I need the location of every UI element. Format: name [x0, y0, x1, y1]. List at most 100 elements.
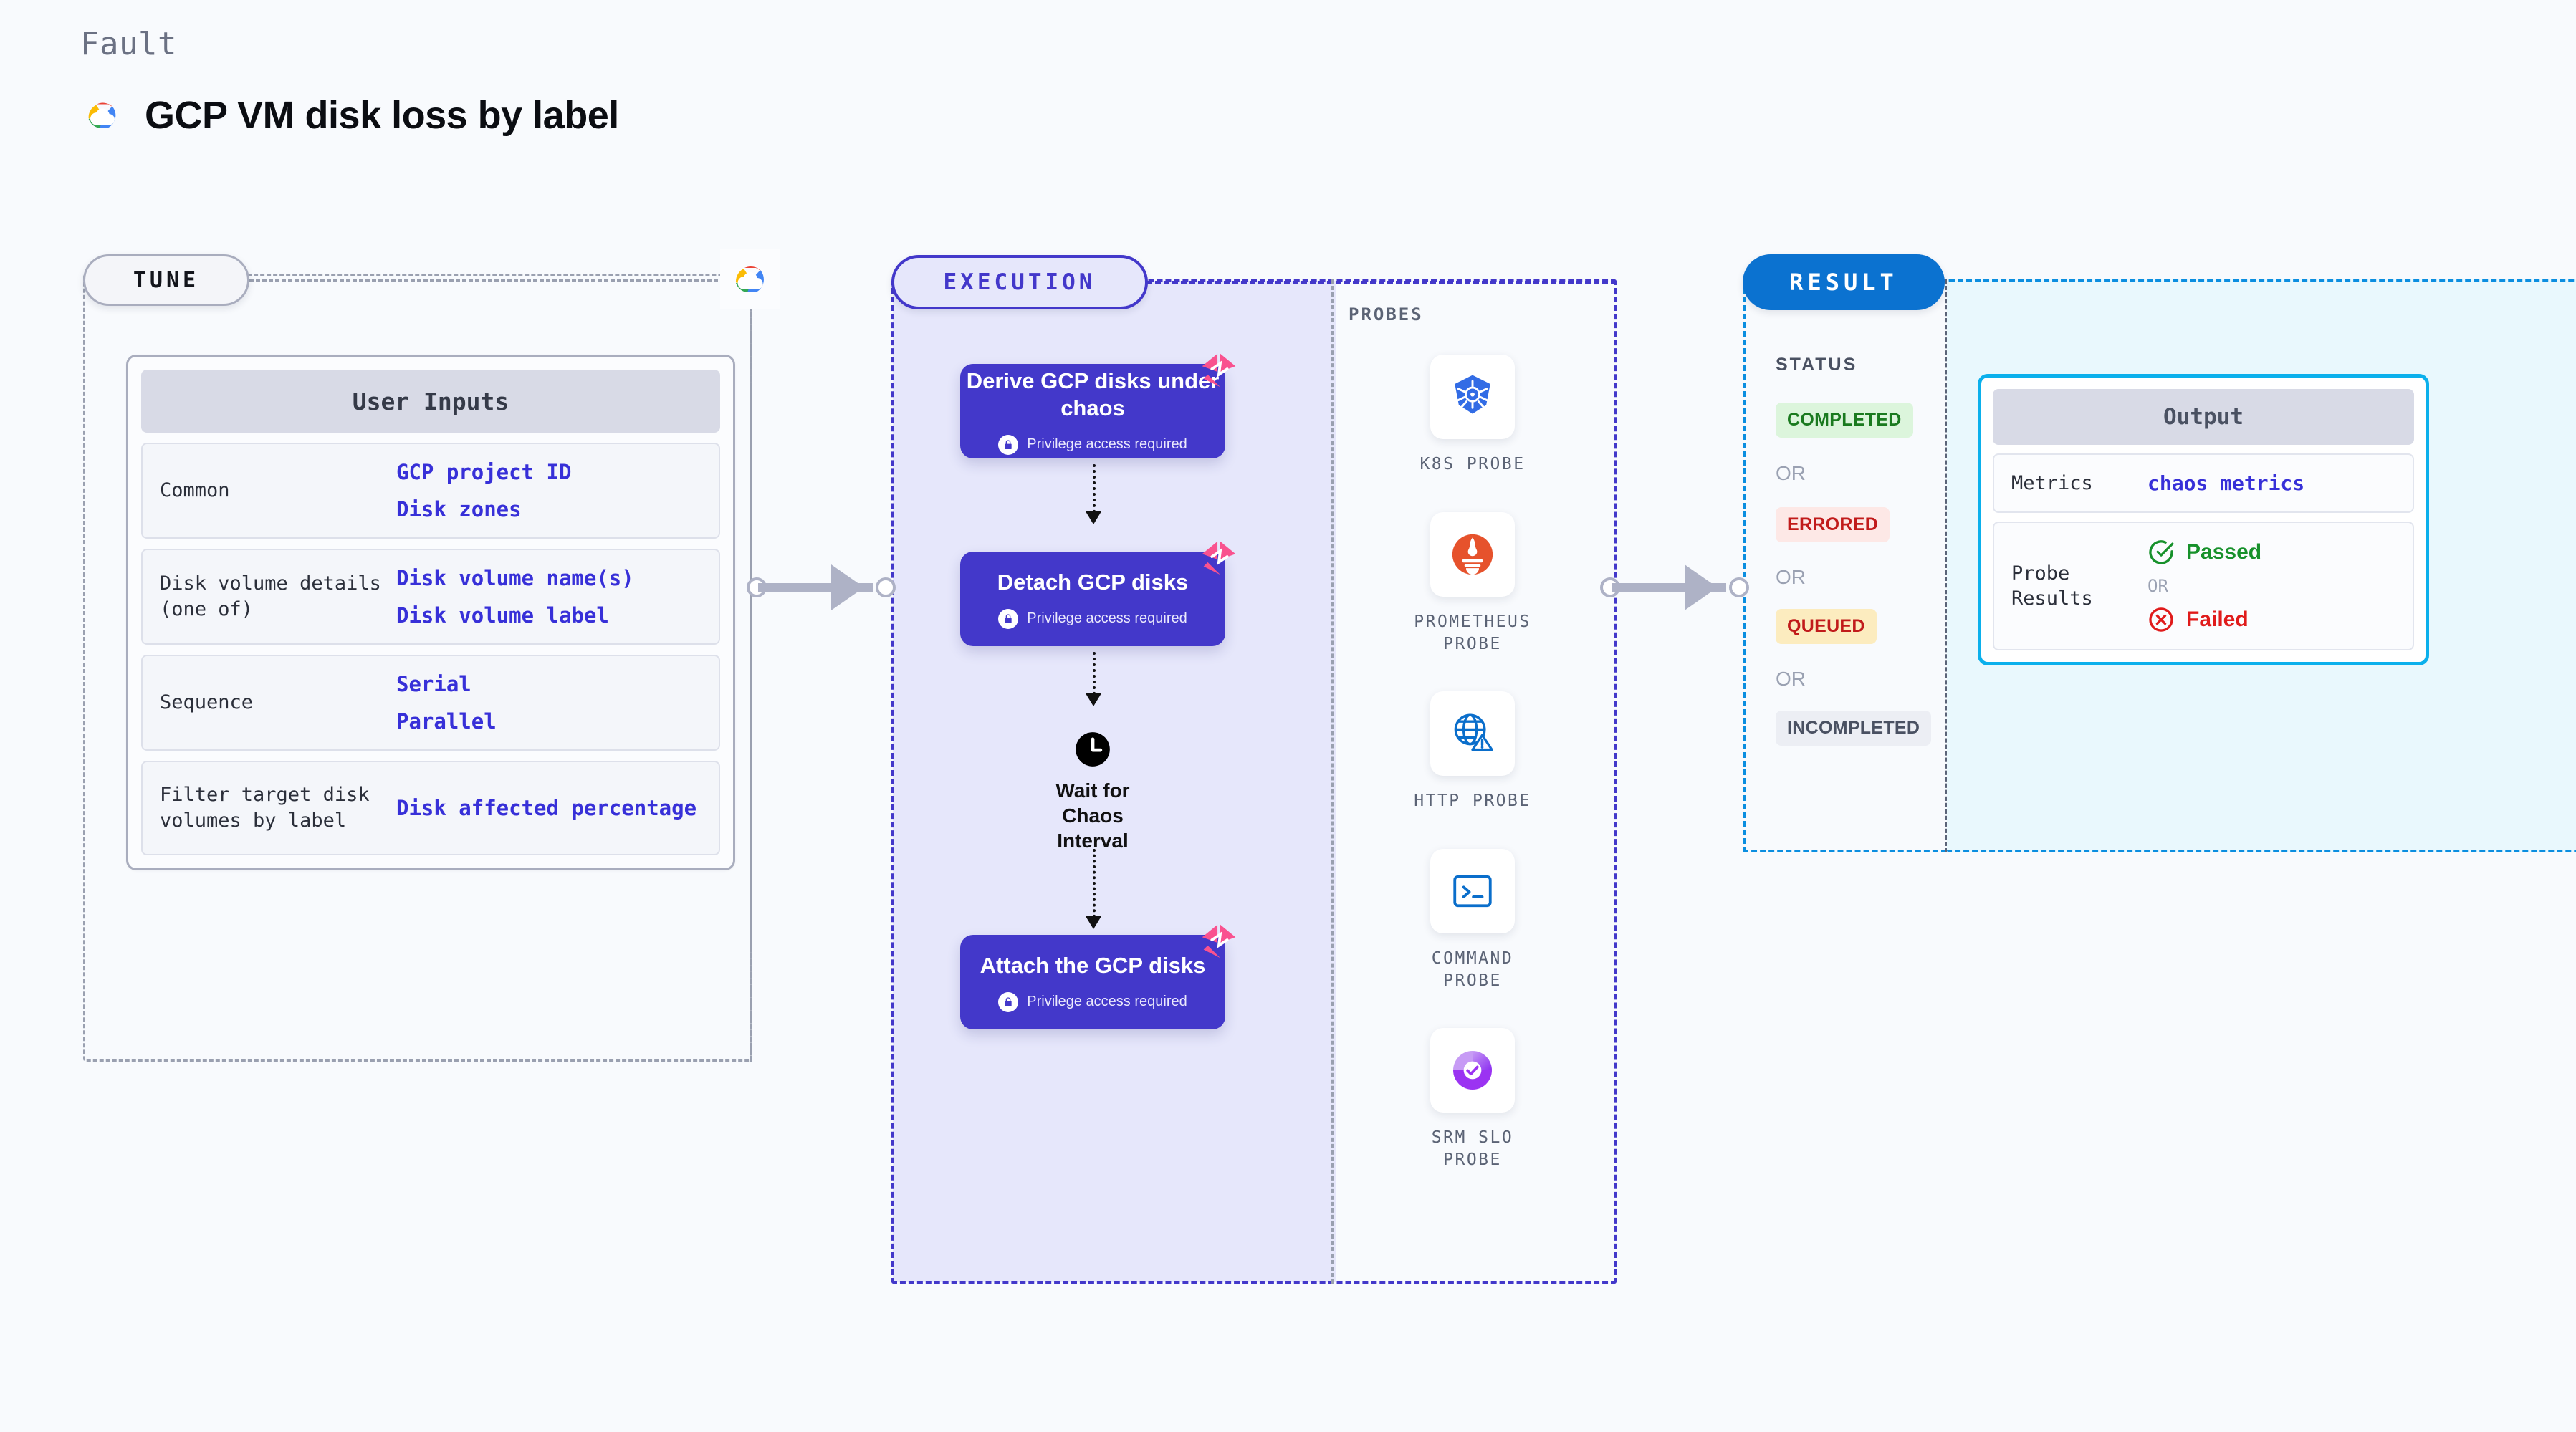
user-input-value[interactable]: Parallel [396, 709, 497, 734]
user-input-row: Filter target disk volumes by label Disk… [141, 761, 720, 855]
user-input-value[interactable]: Serial [396, 672, 471, 696]
probe-result-failed: Failed [2148, 606, 2261, 633]
probe-label: K8S PROBE [1419, 455, 1526, 474]
user-input-values: Disk volume name(s) Disk volume label [396, 566, 634, 628]
user-inputs-title: User Inputs [141, 370, 720, 433]
lock-icon [998, 608, 1019, 629]
arrow-line [1093, 849, 1096, 918]
execution-step-detach[interactable]: Detach GCP disks Privilege access requir… [960, 541, 1236, 646]
probe-prometheus[interactable]: PROMETHEUS PROBE [1401, 512, 1544, 655]
clock-icon [1076, 732, 1110, 767]
arrow-tip [1086, 693, 1101, 706]
probe-label: SRM SLO PROBE [1431, 1128, 1514, 1170]
tune-provider-badge [720, 249, 780, 309]
user-input-values: GCP project ID Disk zones [396, 460, 571, 522]
probes-left-dash [1331, 279, 1617, 1284]
wait-for-chaos-interval-node: Wait for Chaos Interval [1032, 731, 1154, 853]
probe-http[interactable]: HTTP PROBE [1401, 691, 1544, 812]
status-badge-incompleted: INCOMPLETED [1776, 711, 1932, 746]
probe-label: COMMAND PROBE [1431, 949, 1514, 991]
terminal-icon [1430, 849, 1515, 933]
probe-command[interactable]: COMMAND PROBE [1401, 849, 1544, 992]
output-row-probe-results: Probe Results Passed OR Failed [1993, 522, 2414, 651]
user-input-values: Disk affected percentage [396, 796, 696, 820]
status-or-label: OR [1776, 566, 1806, 588]
user-input-value[interactable]: Disk zones [396, 497, 522, 522]
user-input-key: Sequence [160, 691, 254, 713]
execution-pill[interactable]: EXECUTION [891, 255, 1148, 309]
wait-node-label: Wait for Chaos Interval [1055, 779, 1130, 852]
probe-label: PROMETHEUS PROBE [1414, 612, 1531, 654]
execution-top-dash [1146, 281, 1617, 284]
user-input-row: Disk volume details (one of) Disk volume… [141, 549, 720, 645]
connector-tune-to-execution [747, 559, 896, 616]
user-input-key: Common [160, 479, 230, 501]
step-privilege-note: Privilege access required [998, 991, 1187, 1012]
user-input-row: Sequence Serial Parallel [141, 655, 720, 751]
status-or-label: OR [1776, 462, 1806, 484]
google-cloud-logo-icon [80, 93, 125, 138]
result-pill[interactable]: RESULT [1743, 254, 1945, 310]
connector-arrowhead [831, 564, 864, 610]
probe-srm-slo[interactable]: SRM SLO PROBE [1401, 1028, 1544, 1171]
user-input-key: Disk volume details (one of) [160, 572, 381, 620]
connector-execution-to-result [1600, 559, 1749, 616]
probe-or-label: OR [2148, 576, 2168, 597]
user-input-key: Filter target disk volumes by label [160, 783, 370, 832]
probe-passed-label: Passed [2186, 540, 2262, 564]
connector-arrowhead [1685, 564, 1718, 610]
user-input-value[interactable]: Disk affected percentage [396, 796, 697, 820]
check-circle-icon [2149, 540, 2174, 564]
user-input-row: Common GCP project ID Disk zones [141, 443, 720, 539]
output-metrics-value[interactable]: chaos metrics [2148, 471, 2305, 496]
x-circle-icon [2149, 607, 2173, 632]
probes-title: PROBES [1349, 304, 1424, 325]
prometheus-icon [1430, 512, 1515, 597]
arrow-line [1093, 652, 1096, 695]
probe-k8s[interactable]: K8S PROBE [1401, 355, 1544, 476]
user-input-value[interactable]: Disk volume label [396, 603, 609, 628]
probe-label: HTTP PROBE [1414, 792, 1531, 810]
execution-step-attach[interactable]: Attach the GCP disks Privilege access re… [960, 924, 1236, 1029]
step-sub-text: Privilege access required [1027, 436, 1187, 453]
probe-result-passed: Passed [2148, 539, 2261, 566]
step-title: Attach the GCP disks [980, 953, 1206, 979]
page-title-row: GCP VM disk loss by label [80, 93, 619, 138]
status-badge-queued: QUEUED [1776, 609, 1877, 644]
user-inputs-card: User Inputs Common GCP project ID Disk z… [126, 355, 735, 870]
user-input-value[interactable]: Disk volume name(s) [396, 566, 634, 590]
user-input-values: Serial Parallel [396, 672, 497, 734]
connector-end-dot [876, 577, 896, 597]
google-cloud-logo-icon [735, 266, 764, 292]
execution-step-derive[interactable]: Derive GCP disks under chaos Privilege a… [960, 353, 1236, 458]
status-title: STATUS [1776, 355, 1858, 375]
page-title: GCP VM disk loss by label [145, 94, 619, 137]
step-privilege-note: Privilege access required [998, 434, 1187, 455]
arrow-line [1093, 464, 1096, 513]
tune-pill[interactable]: TUNE [83, 254, 249, 306]
status-badge-completed: COMPLETED [1776, 403, 1913, 438]
page-eyebrow: Fault [80, 26, 177, 62]
google-cloud-logo-svg [88, 102, 116, 128]
step-title: Derive GCP disks under chaos [966, 368, 1220, 421]
http-globe-warning-icon [1430, 691, 1515, 776]
output-row-metrics: Metrics chaos metrics [1993, 453, 2414, 514]
output-key: Probe Results [2011, 562, 2093, 610]
probe-failed-label: Failed [2186, 607, 2249, 632]
litmus-chaos-logo-icon [1202, 924, 1236, 958]
status-or-label: OR [1776, 668, 1806, 690]
kubernetes-icon [1430, 355, 1515, 439]
tune-right-dash [750, 279, 752, 1062]
arrow-tip [1086, 511, 1101, 524]
tune-top-dash [249, 279, 744, 282]
litmus-chaos-logo-icon [1202, 541, 1236, 575]
step-sub-text: Privilege access required [1027, 610, 1187, 627]
connector-end-dot [1729, 577, 1749, 597]
status-badge-errored: ERRORED [1776, 507, 1890, 542]
lock-icon [998, 434, 1019, 455]
output-title: Output [1993, 389, 2414, 445]
user-input-value[interactable]: GCP project ID [396, 460, 572, 484]
lock-icon [998, 991, 1019, 1012]
step-title: Detach GCP disks [997, 570, 1189, 595]
